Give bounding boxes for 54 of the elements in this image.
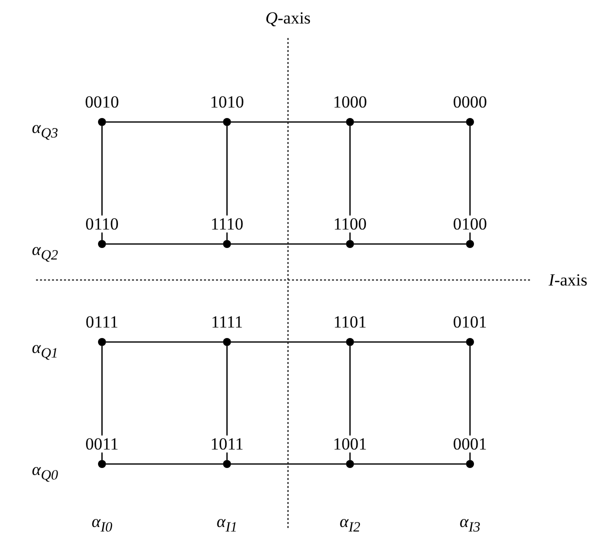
connector-line	[106, 121, 223, 123]
bit-label: 0100	[452, 216, 488, 232]
level-label: α$_{I0}$	[92, 513, 112, 535]
connector-line	[231, 341, 346, 343]
constellation-dot	[98, 460, 106, 468]
bit-label: 1100	[332, 216, 368, 232]
connector-line	[231, 463, 346, 465]
connector-line	[106, 243, 223, 245]
connector-line	[354, 121, 466, 123]
constellation-dot	[223, 240, 231, 248]
connector-line	[354, 463, 466, 465]
bit-label: 1111	[210, 314, 244, 330]
constellation-dot	[223, 338, 231, 346]
bit-label: 1110	[210, 216, 244, 232]
bit-label: 1001	[332, 436, 368, 452]
constellation-dot	[98, 338, 106, 346]
bit-label: 1000	[332, 94, 368, 110]
constellation-dot	[98, 240, 106, 248]
axis-label: I-axis	[548, 272, 588, 288]
constellation-dot	[223, 460, 231, 468]
bit-label: 1010	[209, 94, 245, 110]
connector-line	[106, 463, 223, 465]
level-label: α$_{Q2}$	[32, 241, 58, 263]
bit-label: 0111	[84, 314, 120, 330]
bit-label: 0000	[452, 94, 488, 110]
level-label: α$_{Q0}$	[32, 461, 58, 483]
bit-label: 0110	[84, 216, 120, 232]
constellation-dot	[466, 118, 474, 126]
level-label: α$_{I2}$	[340, 513, 360, 535]
constellation-dot	[466, 460, 474, 468]
connector-line	[354, 341, 466, 343]
level-label: α$_{I1}$	[216, 513, 238, 535]
level-label: α$_{Q1}$	[32, 339, 58, 361]
connector-line	[231, 243, 346, 245]
constellation-dot	[346, 118, 354, 126]
bit-label: 0001	[452, 436, 488, 452]
bit-label: 0011	[84, 436, 120, 452]
constellation-dot	[223, 118, 231, 126]
level-label: α$_{I3}$	[460, 513, 480, 535]
bit-label: 1101	[332, 314, 368, 330]
connector-line	[354, 243, 466, 245]
axis-label: Q-axis	[265, 10, 311, 26]
bit-label: 0101	[452, 314, 488, 330]
constellation-dot	[346, 338, 354, 346]
constellation-dot	[466, 240, 474, 248]
constellation-dot	[346, 460, 354, 468]
connector-line	[231, 121, 346, 123]
constellation-dot	[466, 338, 474, 346]
level-label: α$_{Q3}$	[32, 119, 58, 141]
bit-label: 1011	[209, 436, 245, 452]
constellation-dot	[98, 118, 106, 126]
connector-line	[106, 341, 223, 343]
bit-label: 0010	[84, 94, 120, 110]
constellation-dot	[346, 240, 354, 248]
